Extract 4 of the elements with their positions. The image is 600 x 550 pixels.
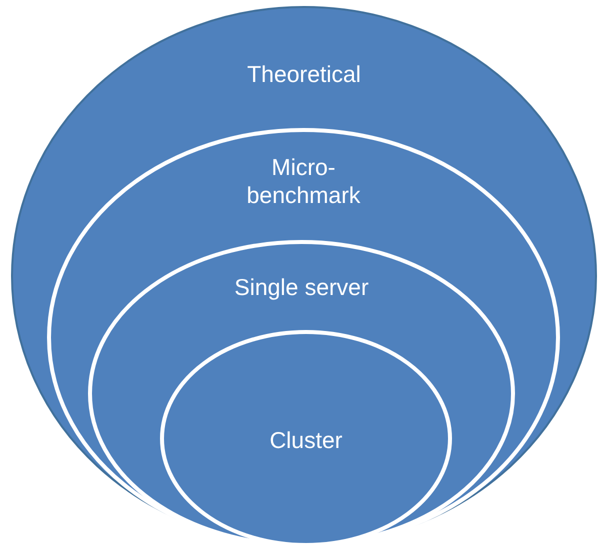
ellipse-label: Cluster — [270, 426, 342, 454]
ellipse-label: Micro-benchmark — [246, 153, 362, 209]
ellipse-label: Theoretical — [247, 60, 361, 88]
ellipse-label: Single server — [234, 273, 369, 301]
